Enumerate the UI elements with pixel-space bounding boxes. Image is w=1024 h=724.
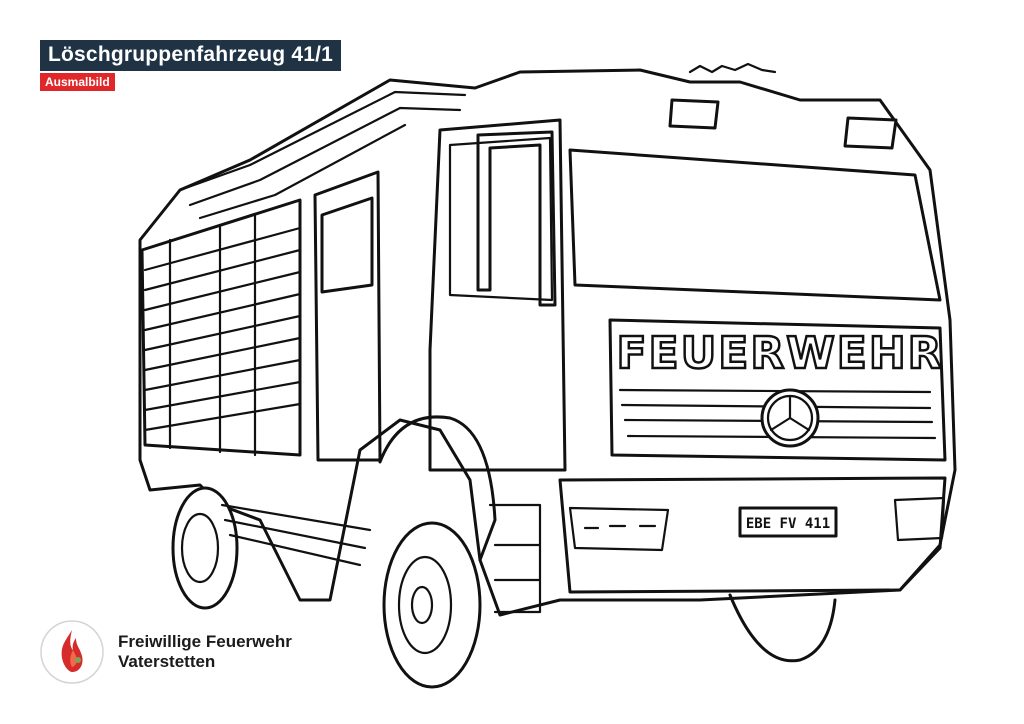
organization-name: Freiwillige Feuerwehr Vaterstetten [118,632,292,672]
roof-light-right [843,116,898,150]
side-mirror [476,130,557,307]
front-grille [608,318,947,462]
headlight-right [893,496,946,542]
cab-door [428,118,567,472]
headlight-left [568,506,670,552]
flame-logo-icon [40,620,104,684]
right-front-wheel [728,593,837,663]
organization-block: Freiwillige Feuerwehr Vaterstetten [40,620,292,684]
org-name-line2: Vaterstetten [118,652,216,671]
license-plate-text: EBE FV 411 [746,516,830,532]
roof-rack [178,90,467,220]
page-title: Löschgruppenfahrzeug 41/1 [40,40,342,71]
rear-wheel [171,486,239,610]
front-bumper [558,476,947,594]
front-fender [378,415,497,562]
side-roller-shutters [140,198,302,457]
feuerwehr-lettering: FEUERWEHR [616,328,943,379]
roof-light-left [668,98,720,130]
rear-cab-door [313,170,382,462]
side-window [448,136,554,302]
side-skirt [220,503,372,567]
license-plate [738,506,838,538]
org-name-line1: Freiwillige Feuerwehr [118,632,292,651]
page-subtitle-badge: Ausmalbild [40,73,115,91]
cab-steps [488,503,542,614]
star-emblem-icon [760,388,820,448]
front-wheel [382,521,482,689]
windshield [568,148,942,302]
beacon-bar [688,62,777,74]
